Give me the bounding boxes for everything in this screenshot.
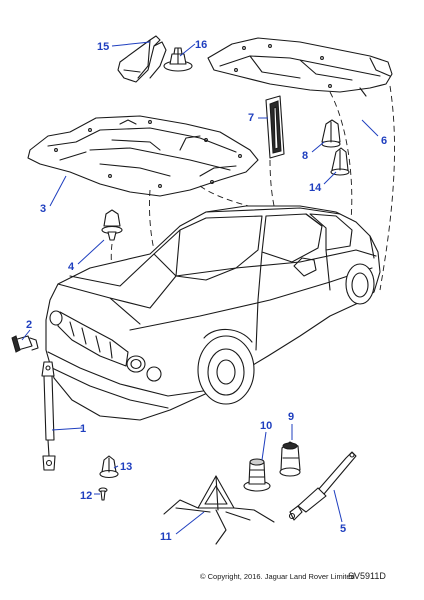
part-7-strip — [265, 95, 285, 159]
part-3-floor-liner — [27, 115, 259, 197]
part-4-clip — [101, 209, 123, 241]
callout-7: 7 — [248, 112, 254, 124]
part-8-clip — [321, 119, 341, 148]
part-1-gas-strut — [41, 361, 56, 471]
part-10-bush — [243, 458, 271, 492]
callout-5: 5 — [340, 523, 346, 535]
callout-3: 3 — [40, 203, 46, 215]
callout-10: 10 — [260, 420, 272, 432]
callout-15: 15 — [97, 41, 109, 53]
part-6-panel — [207, 37, 393, 97]
copyright-notice: © Copyright, 2016. Jaguar Land Rover Lim… — [200, 572, 355, 581]
part-11-warning-triangle — [163, 475, 275, 545]
callout-11: 11 — [160, 531, 172, 543]
part-15-bracket — [117, 35, 167, 83]
illustration-reference-code: SV5911D — [348, 571, 386, 581]
callout-9: 9 — [288, 411, 294, 423]
car-body — [45, 205, 381, 421]
part-5-gas-strut — [288, 451, 357, 521]
callout-16: 16 — [195, 39, 207, 51]
callout-labels: 15 16 6 7 8 14 3 4 2 1 10 9 13 12 11 5 — [26, 39, 387, 543]
callout-4: 4 — [68, 261, 75, 273]
callout-2: 2 — [26, 319, 32, 331]
part-14-clip — [330, 147, 350, 176]
part-2-bolt — [11, 335, 39, 353]
callout-12: 12 — [80, 490, 92, 502]
leader-lines — [21, 41, 379, 535]
part-12-screw — [98, 487, 108, 501]
part-9-cap — [279, 441, 301, 477]
callout-8: 8 — [302, 150, 308, 162]
callout-1: 1 — [80, 423, 86, 435]
callout-6: 6 — [381, 135, 387, 147]
part-16-clip — [163, 47, 193, 72]
callout-13: 13 — [120, 461, 132, 473]
part-13-clip — [99, 455, 119, 479]
callout-14: 14 — [309, 182, 322, 194]
